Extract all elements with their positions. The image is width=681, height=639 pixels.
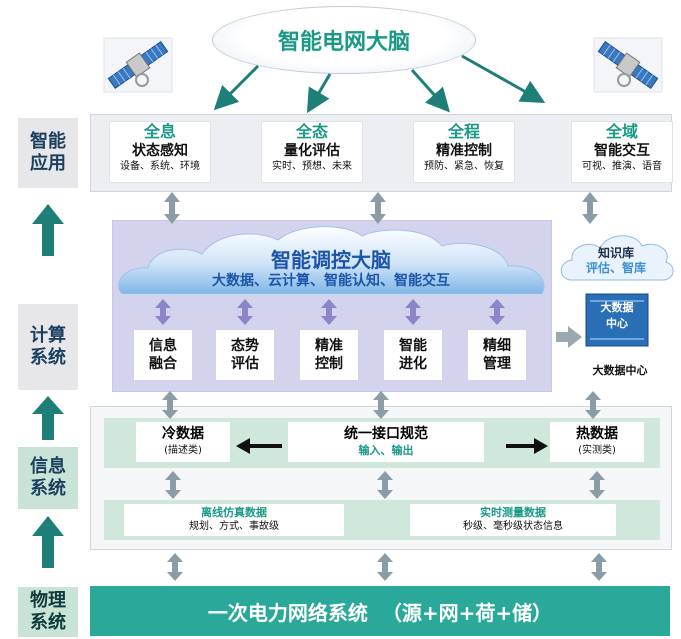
knowledge-cloud-shape <box>560 235 674 281</box>
offline-sim-sub: 规划、方式、事故级 <box>189 521 279 532</box>
database-icon <box>584 292 650 348</box>
function-intelligent-evolution: 智能 进化 <box>384 330 442 380</box>
double-arrow-icon <box>370 192 386 224</box>
double-arrow-icon <box>165 471 181 499</box>
app-card-detail: 实时、预想、未来 <box>272 161 352 172</box>
realtime-measure-box: 实时测量数据 秒级、毫秒级状态信息 <box>410 504 616 536</box>
unified-interface-sub: 输入、输出 <box>358 444 414 457</box>
realtime-measure-title: 实时测量数据 <box>480 506 546 519</box>
function-precise-control: 精准 控制 <box>300 330 358 380</box>
knowledge-title: 知识库 <box>597 246 634 260</box>
double-arrow-icon <box>405 299 421 325</box>
layer-label-information: 信息 系统 <box>18 447 78 509</box>
double-arrow-icon <box>377 471 393 499</box>
layer-label-physical: 物理 系统 <box>18 587 78 637</box>
app-card-title: 全程 <box>447 122 480 141</box>
app-card-detail: 预防、紧急、恢复 <box>424 161 504 172</box>
physical-bar: 一次电力网络系统 （源+网+荷+储） <box>90 586 670 636</box>
cloud-shape <box>118 226 545 295</box>
function-situation-assessment: 态势 评估 <box>216 330 274 380</box>
unified-interface-title: 统一接口规范 <box>344 426 428 442</box>
app-card-full-domain: 全域 智能交互 可视、推演、语音 <box>572 122 672 182</box>
hot-data-box: 热数据 (实测类) <box>550 422 644 462</box>
brain-arrow <box>213 64 260 111</box>
app-card-full-process: 全程 精准控制 预防、紧急、恢复 <box>414 122 514 182</box>
function-label: 信息 融合 <box>149 338 177 372</box>
layer-label-application: 智能 应用 <box>18 118 78 188</box>
layer-label-text: 智能 应用 <box>30 131 66 174</box>
double-arrow-icon <box>591 553 607 581</box>
right-arrow-icon <box>506 438 548 454</box>
satellite-icon-right <box>592 36 664 94</box>
function-label: 态势 评估 <box>231 338 259 372</box>
brain-arrow <box>306 73 332 114</box>
app-card-detail: 设备、系统、环境 <box>120 161 200 172</box>
control-cloud-title: 智能调控大脑 <box>271 248 391 272</box>
layer-label-text: 信息 系统 <box>30 456 66 499</box>
cold-data-sub: (描述类) <box>164 445 202 456</box>
double-arrow-icon <box>582 192 598 224</box>
cold-data-title: 冷数据 <box>162 426 204 442</box>
physical-title: 一次电力网络系统 （源+网+荷+储） <box>207 600 553 625</box>
function-fine-management: 精细 管理 <box>468 330 526 380</box>
double-arrow-icon <box>377 553 393 581</box>
database-icon-label: 大数据 中心 <box>600 301 634 330</box>
app-card-subtitle: 量化评估 <box>284 143 340 159</box>
knowledge-subtitle: 评估、智库 <box>585 261 646 275</box>
app-card-subtitle: 精准控制 <box>436 143 492 159</box>
control-cloud <box>112 222 550 295</box>
function-label: 智能 进化 <box>399 338 427 372</box>
function-info-fusion: 信息 融合 <box>134 330 192 380</box>
offline-sim-title: 离线仿真数据 <box>201 506 267 519</box>
satellite-icon-left <box>102 36 174 94</box>
app-card-full-state: 全态 量化评估 实时、预想、未来 <box>262 122 362 182</box>
double-arrow-icon <box>589 471 605 499</box>
double-arrow-icon <box>167 553 183 581</box>
hot-data-sub: (实测类) <box>578 445 616 456</box>
double-arrow-icon <box>155 299 171 325</box>
hot-data-title: 热数据 <box>576 426 618 442</box>
double-arrow-icon <box>585 391 601 419</box>
unified-interface-box: 统一接口规范 输入、输出 <box>288 422 484 462</box>
realtime-measure-sub: 秒级、毫秒级状态信息 <box>463 521 563 532</box>
up-arrow-icon <box>32 516 64 568</box>
app-card-subtitle: 智能交互 <box>594 143 650 159</box>
app-card-title: 全息 <box>143 122 176 141</box>
double-arrow-icon <box>373 391 389 419</box>
up-arrow-icon <box>32 396 64 440</box>
right-arrow-icon <box>556 326 582 348</box>
double-arrow-icon <box>237 299 253 325</box>
double-arrow-icon <box>162 391 178 419</box>
function-label: 精准 控制 <box>315 338 343 372</box>
app-card-holographic: 全息 状态感知 设备、系统、环境 <box>110 122 210 182</box>
up-arrow-icon <box>32 204 64 256</box>
app-card-subtitle: 状态感知 <box>132 143 188 159</box>
double-arrow-icon <box>164 192 180 224</box>
app-card-title: 全域 <box>605 122 638 141</box>
cold-data-box: 冷数据 (描述类) <box>136 422 230 462</box>
double-arrow-icon <box>489 299 505 325</box>
layer-label-computing: 计算 系统 <box>18 304 78 390</box>
offline-sim-box: 离线仿真数据 规划、方式、事故级 <box>124 504 344 536</box>
brain-ellipse: 智能电网大脑 <box>212 6 476 74</box>
left-arrow-icon <box>236 438 282 454</box>
bigdata-center-label: 大数据中心 <box>592 364 648 377</box>
control-cloud-subtitle: 大数据、云计算、智能认知、智能交互 <box>212 273 450 289</box>
brain-arrow <box>461 54 546 103</box>
brain-title: 智能电网大脑 <box>277 30 410 55</box>
app-card-title: 全态 <box>295 122 328 141</box>
layer-label-text: 计算 系统 <box>30 325 66 368</box>
app-card-detail: 可视、推演、语音 <box>582 161 662 172</box>
brain-arrow <box>410 68 451 113</box>
double-arrow-icon <box>321 299 337 325</box>
layer-label-text: 物理 系统 <box>30 590 66 633</box>
knowledge-cloud <box>556 228 676 284</box>
function-label: 精细 管理 <box>483 338 511 372</box>
